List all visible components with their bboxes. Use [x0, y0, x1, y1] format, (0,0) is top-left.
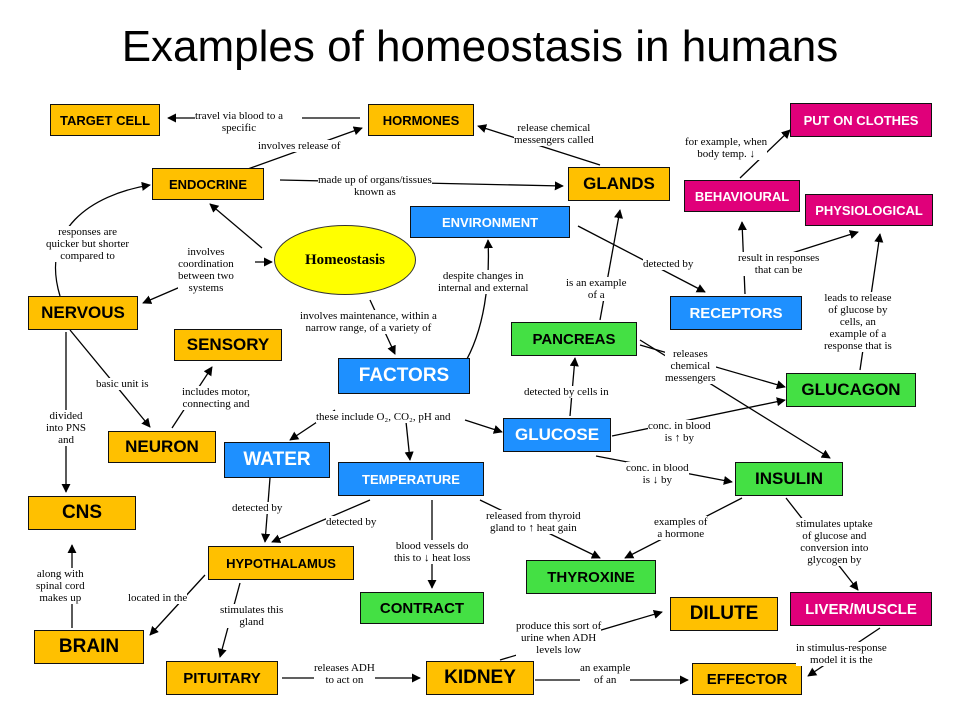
node-factors: FACTORS	[338, 358, 470, 394]
node-nervous: NERVOUS	[28, 296, 138, 330]
arrow-glucose-glucagon	[611, 397, 786, 437]
homeostasis-node: Homeostasis	[274, 225, 416, 295]
arrow-factors-environment	[462, 239, 493, 367]
node-temperature: TEMPERATURE	[338, 462, 484, 496]
link-label: these include O₂, CO₂, pH and	[316, 411, 451, 423]
link-label: examples of a hormone	[654, 516, 708, 540]
link-label: release chemical messengers called	[514, 122, 594, 146]
node-thyroxine: THYROXINE	[526, 560, 656, 594]
link-label: detected by cells in	[524, 386, 609, 398]
link-label: includes motor, connecting and	[182, 386, 250, 410]
node-glucose: GLUCOSE	[503, 418, 611, 452]
link-label: produce this sort of urine when ADH leve…	[516, 620, 602, 656]
arrow-hypothalamus-brain	[149, 574, 206, 636]
node-cns: CNS	[28, 496, 136, 530]
node-water: WATER	[224, 442, 330, 478]
link-label: along with spinal cord makes up	[36, 568, 85, 604]
node-receptors: RECEPTORS	[670, 296, 802, 330]
node-contract: CONTRACT	[360, 592, 484, 624]
link-label: conc. in blood is ↓ by	[626, 462, 689, 486]
node-endocrine: ENDOCRINE	[152, 168, 264, 200]
link-label: result in responses that can be	[738, 252, 820, 276]
link-label: divided into PNS and	[46, 410, 87, 446]
node-behavioural: BEHAVIOURAL	[684, 180, 800, 212]
node-brain: BRAIN	[34, 630, 144, 664]
arrow-pancreas-glands	[599, 209, 624, 321]
node-pancreas: PANCREAS	[511, 322, 637, 356]
arrow-nervous-endocrine	[54, 181, 151, 297]
link-label: detected by	[326, 516, 377, 528]
page-title: Examples of homeostasis in humans	[121, 22, 839, 71]
link-label: an example of an	[580, 662, 631, 686]
link-label: conc. in blood is ↑ by	[648, 420, 711, 444]
link-label: detected by	[643, 258, 694, 270]
node-effector: EFFECTOR	[692, 663, 802, 695]
node-put-on-clothes: PUT ON CLOTHES	[790, 103, 932, 137]
link-label: travel via blood to a specific	[195, 110, 283, 134]
arrow-homeo-endocrine	[209, 203, 263, 249]
node-target-cell: TARGET CELL	[50, 104, 160, 136]
link-label: leads to release of glucose by cells, an…	[824, 292, 892, 352]
link-label: made up of organs/tissues known as	[318, 174, 432, 198]
link-label: located in the	[128, 592, 188, 604]
node-hormones: HORMONES	[368, 104, 474, 136]
node-neuron: NEURON	[108, 431, 216, 463]
node-sensory: SENSORY	[174, 329, 282, 361]
link-label: involves coordination between two system…	[178, 246, 234, 294]
link-label: detected by	[232, 502, 283, 514]
link-label: stimulates uptake of glucose and convers…	[796, 518, 873, 566]
link-label: releases ADH to act on	[314, 662, 375, 686]
link-label: blood vessels do this to ↓ heat loss	[394, 540, 471, 564]
link-label: is an example of a	[566, 277, 627, 301]
link-label: involves release of	[258, 140, 341, 152]
link-label: despite changes in internal and external	[438, 270, 529, 294]
node-liver-muscle: LIVER/MUSCLE	[790, 592, 932, 626]
link-label: for example, when body temp. ↓	[685, 136, 768, 160]
node-environment: ENVIRONMENT	[410, 206, 570, 238]
node-dilute: DILUTE	[670, 597, 778, 631]
arrow-temp-hypothalamus	[271, 499, 371, 543]
node-glucagon: GLUCAGON	[786, 373, 916, 407]
link-label: released from thyroid gland to ↑ heat ga…	[486, 510, 581, 534]
link-label: stimulates this gland	[220, 604, 284, 628]
node-hypothalamus: HYPOTHALAMUS	[208, 546, 354, 580]
link-label: basic unit is	[96, 378, 149, 390]
link-label: in stimulus-response model it is the	[796, 642, 887, 666]
arrow-environment-receptors	[577, 225, 706, 293]
node-pituitary: PITUITARY	[166, 661, 278, 695]
node-glands: GLANDS	[568, 167, 670, 201]
link-label: involves maintenance, within a narrow ra…	[300, 310, 437, 334]
node-insulin: INSULIN	[735, 462, 843, 496]
node-kidney: KIDNEY	[426, 661, 534, 695]
arrow-factors-glucose	[464, 419, 503, 434]
node-physiological: PHYSIOLOGICAL	[805, 194, 933, 226]
link-label: releases chemical messengers	[665, 348, 716, 384]
link-label: responses are quicker but shorter compar…	[46, 226, 130, 262]
